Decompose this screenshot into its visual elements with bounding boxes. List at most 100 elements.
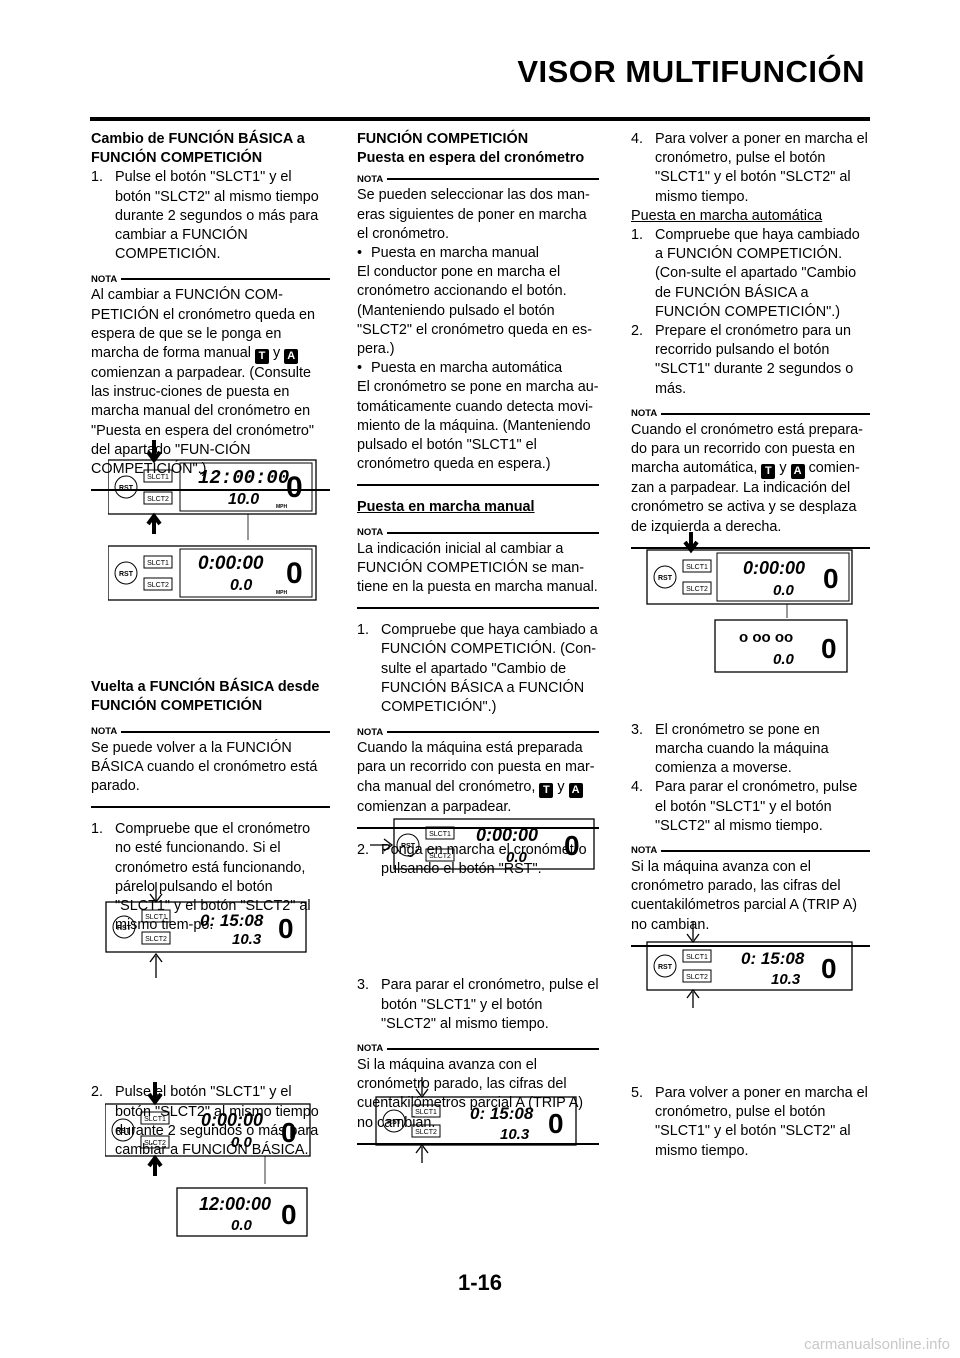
svg-text:SLCT2: SLCT2	[686, 586, 708, 593]
svg-text:SLCT1: SLCT1	[147, 560, 169, 567]
display-diagram-auto-stopped: RST SLCT1 SLCT2 0: 15:08 10.3 0	[646, 922, 853, 1008]
note-text: Se puede volver a la FUNCIÓN BÁSICA cuan…	[91, 739, 318, 795]
svg-text:SLCT2: SLCT2	[147, 496, 169, 503]
note-label: NOTA	[357, 726, 384, 738]
meter-display: RST SLCT1 SLCT2 12:00:00 10.0 0 MPH	[108, 459, 317, 515]
trip-a-icon: A	[790, 464, 805, 480]
note-label: NOTA	[91, 273, 118, 285]
display-diagram-auto-start: RST SLCT1 SLCT2 0:00:00 0.0 0 o oo oo 0.…	[646, 532, 853, 673]
svg-text:0: 15:08: 0: 15:08	[741, 949, 805, 968]
svg-text:0.0: 0.0	[231, 1134, 253, 1151]
list-item: 3.El cronómetro se pone en marcha cuando…	[631, 721, 829, 777]
svg-text:SLCT2: SLCT2	[144, 1140, 166, 1147]
svg-text:SLCT1: SLCT1	[144, 1116, 166, 1123]
svg-text:10.3: 10.3	[771, 971, 801, 988]
section-subheading: Puesta en espera del cronómetro	[357, 150, 585, 167]
svg-text:0: 0	[823, 563, 839, 594]
svg-text:SLCT1: SLCT1	[686, 564, 708, 571]
svg-text:SLCT1: SLCT1	[145, 914, 167, 921]
column-1: Cambio de FUNCIÓN BÁSICA a FUNCIÓN COMPE…	[91, 130, 330, 1160]
section-heading: Cambio de FUNCIÓN BÁSICA a FUNCIÓN COMPE…	[91, 131, 305, 167]
svg-text:0: 15:08: 0: 15:08	[470, 1104, 534, 1123]
section-heading: FUNCIÓN COMPETICIÓN	[357, 131, 529, 147]
trip-t-icon: T	[254, 349, 269, 365]
svg-text:0: 0	[281, 1199, 297, 1230]
list-item: 4.Para volver a poner en marcha el cronó…	[631, 131, 868, 205]
svg-text:SLCT2: SLCT2	[429, 853, 451, 860]
note-text: Si la máquina avanza con el cronómetro p…	[357, 1056, 584, 1131]
svg-text:SLCT1: SLCT1	[415, 1109, 437, 1116]
header-rule	[90, 117, 870, 121]
svg-text:0:00:00: 0:00:00	[743, 558, 805, 578]
column-3: 4.Para volver a poner en marcha el cronó…	[631, 130, 870, 1161]
svg-text:12:00:00: 12:00:00	[198, 467, 289, 489]
svg-text:10.3: 10.3	[500, 1126, 530, 1143]
svg-text:10.0: 10.0	[228, 491, 259, 508]
svg-text:RST: RST	[119, 571, 134, 578]
note-text: Cuando el cronómetro está prepara-do par…	[631, 421, 863, 535]
list-item: 1.Compruebe que haya cambiado a FUNCIÓN …	[357, 622, 598, 716]
svg-text:0:00:00: 0:00:00	[476, 825, 538, 845]
display-diagram-restart: RST SLCT1 SLCT2 0: 15:08 10.3 0	[375, 1077, 577, 1163]
svg-text:0.0: 0.0	[506, 849, 528, 866]
svg-text:0.0: 0.0	[773, 651, 795, 668]
page-title: VISOR MULTIFUNCIÓN	[517, 54, 865, 89]
note: NOTA Al cambiar a FUNCIÓN COM-PETICIÓN e…	[91, 272, 330, 492]
svg-text:0: 0	[281, 1117, 297, 1148]
list-item: 2.Pulse el botón "SLCT1" y el botón "SLC…	[91, 1084, 319, 1159]
note-text: Se pueden seleccionar las dos man-eras s…	[357, 187, 590, 242]
note-text: Al cambiar a FUNCIÓN COM-PETICIÓN el cro…	[91, 287, 315, 478]
svg-text:0:00:00: 0:00:00	[201, 1110, 263, 1130]
note: NOTA Se pueden seleccionar las dos man-e…	[357, 172, 599, 487]
svg-text:0: 0	[286, 557, 303, 590]
trip-a-icon: A	[568, 782, 583, 798]
note: NOTA La indicación inicial al cambiar a …	[357, 526, 599, 610]
svg-text:0: 0	[286, 471, 303, 504]
note-text: Si la máquina avanza con el cronómetro p…	[631, 859, 858, 933]
svg-text:12:00:00: 12:00:00	[199, 1194, 271, 1214]
section-heading: Vuelta a FUNCIÓN BÁSICA desde FUNCIÓN CO…	[91, 679, 320, 715]
svg-text:RST: RST	[116, 1128, 131, 1135]
note-text: La indicación inicial al cambiar a FUNCI…	[357, 540, 598, 596]
trip-t-icon: T	[539, 782, 554, 798]
svg-text:SLCT2: SLCT2	[147, 582, 169, 589]
display-diagram-basic-to-race: RST SLCT1 SLCT2 12:00:00 10.0 0 MPH RST …	[108, 440, 317, 601]
note: NOTA Si la máquina avanza con el cronóme…	[631, 844, 870, 947]
svg-text:0: 0	[821, 633, 837, 664]
list-item: 1. Pulse el botón "SLCT1" y el botón "SL…	[91, 169, 319, 263]
list-item: 1.Compruebe que haya cambiado a FUNCIÓN …	[631, 227, 860, 320]
svg-text:0:00:00: 0:00:00	[198, 553, 264, 574]
svg-text:RST: RST	[117, 925, 132, 932]
note: NOTA Cuando la máquina está preparada pa…	[357, 725, 599, 829]
svg-text:SLCT1: SLCT1	[147, 474, 169, 481]
svg-text:SLCT2: SLCT2	[145, 936, 167, 943]
svg-text:0.0: 0.0	[230, 577, 252, 594]
svg-text:SLCT1: SLCT1	[429, 831, 451, 838]
display-diagram-rst-start: RST SLCT1 SLCT2 0:00:00 0.0 0	[370, 818, 595, 870]
display-diagram-race-to-basic: RST SLCT1 SLCT2 0:00:00 0.0 0 12:00:00 0…	[105, 1082, 311, 1237]
column-2: FUNCIÓN COMPETICIÓN Puesta en espera del…	[357, 130, 599, 1157]
svg-text:MPH: MPH	[276, 504, 288, 510]
list-item: 3.Para parar el cronómetro, pulse el bot…	[357, 977, 599, 1032]
list-item: 2.Prepare el cronómetro para un recorrid…	[631, 323, 854, 397]
svg-text:0: 0	[278, 913, 294, 944]
note-label: NOTA	[357, 173, 384, 185]
list-item: 1.Compruebe que el cronómetro no esté fu…	[91, 821, 311, 934]
svg-text:0: 0	[821, 953, 837, 984]
list-item: 5.Para volver a poner en marcha el cronó…	[631, 1084, 868, 1159]
page-number: 1-16	[457, 1270, 503, 1295]
note-label: NOTA	[91, 726, 118, 738]
svg-text:RST: RST	[119, 485, 134, 492]
svg-text:RST: RST	[401, 843, 416, 850]
svg-text:SLCT2: SLCT2	[415, 1129, 437, 1136]
svg-text:10.3: 10.3	[232, 931, 262, 948]
svg-text:MPH: MPH	[276, 590, 288, 596]
section-heading: Puesta en marcha automática	[631, 207, 823, 224]
note: NOTA Si la máquina avanza con el cronóme…	[357, 1042, 599, 1145]
list-item: 4.Para parar el cronómetro, pulse el bot…	[631, 779, 858, 834]
svg-text:RST: RST	[658, 575, 673, 582]
svg-text:RST: RST	[658, 964, 673, 971]
note-label: NOTA	[357, 527, 384, 539]
meter-display: RST SLCT1 SLCT2 0:00:00 0.0 0 MPH	[108, 545, 317, 601]
note: NOTA Se puede volver a la FUNCIÓN BÁSICA…	[91, 725, 330, 809]
